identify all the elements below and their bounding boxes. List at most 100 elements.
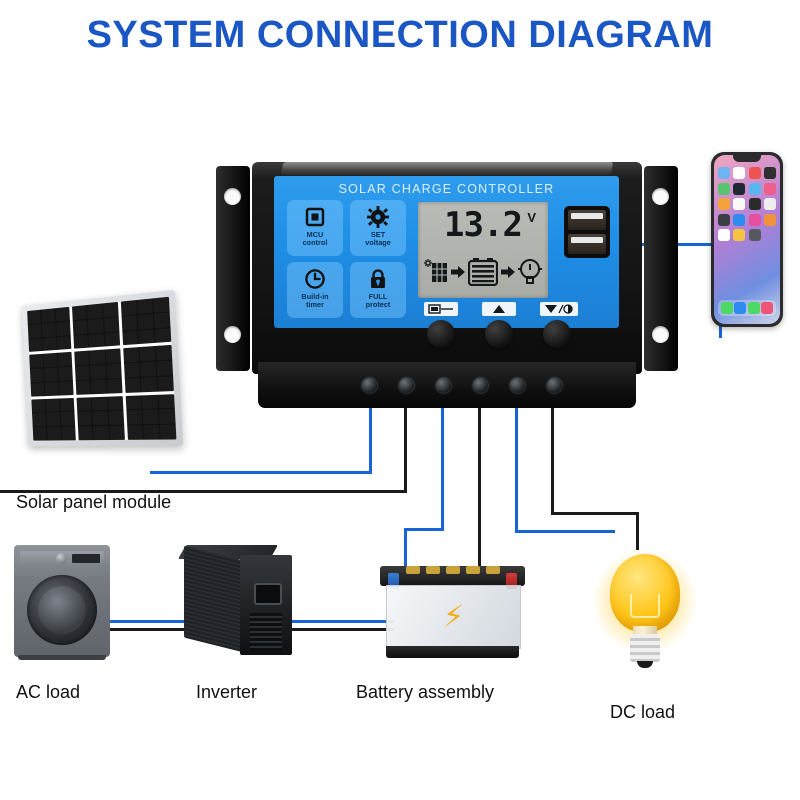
solar-cell bbox=[76, 395, 125, 441]
app-icon[interactable] bbox=[764, 167, 776, 179]
app-icon[interactable] bbox=[718, 167, 730, 179]
terminal-screw-2[interactable] bbox=[399, 378, 414, 393]
app-icon[interactable] bbox=[748, 167, 761, 179]
terminal-screw-1[interactable] bbox=[362, 378, 377, 393]
app-icon[interactable] bbox=[764, 213, 776, 226]
app-icon[interactable] bbox=[718, 229, 730, 241]
lead-acid-battery: ⚡ bbox=[380, 560, 525, 665]
dc-load-label: DC load bbox=[610, 702, 676, 722]
app-icon[interactable] bbox=[733, 213, 746, 226]
wire-t3-drop bbox=[404, 528, 407, 568]
battery-cell-cap bbox=[426, 566, 440, 574]
inverter-box bbox=[177, 543, 298, 663]
washer-body bbox=[14, 545, 110, 657]
app-icon[interactable] bbox=[718, 182, 730, 195]
wire-t4-v bbox=[478, 399, 481, 569]
app-icon[interactable] bbox=[748, 213, 761, 226]
wire-t6-h bbox=[551, 512, 639, 515]
up-button[interactable] bbox=[485, 320, 513, 348]
app-icon[interactable] bbox=[718, 198, 730, 210]
inverter-side-vents bbox=[184, 545, 244, 653]
smartphone[interactable] bbox=[711, 152, 783, 327]
app-icon[interactable] bbox=[764, 198, 776, 210]
battery-top-cover bbox=[380, 566, 525, 589]
page-title: SYSTEM CONNECTION DIAGRAM bbox=[86, 14, 714, 56]
battery-negative-terminal[interactable] bbox=[388, 573, 399, 589]
solar-cell bbox=[122, 345, 174, 393]
solar-panel-icon bbox=[424, 258, 448, 290]
wire-t6-drop bbox=[636, 512, 639, 550]
mounting-flange-left bbox=[216, 166, 250, 371]
battery-positive-terminal[interactable] bbox=[506, 573, 517, 589]
bulb-glass bbox=[610, 554, 680, 632]
lcd-display: 13.2 V bbox=[418, 202, 548, 298]
panel-frame bbox=[21, 289, 184, 447]
battery-icon bbox=[467, 257, 499, 291]
dual-usb-port[interactable] bbox=[564, 206, 610, 258]
terminal-screw-5[interactable] bbox=[510, 378, 525, 393]
app-icon[interactable] bbox=[733, 229, 746, 241]
inverter-ac-socket[interactable] bbox=[254, 583, 282, 605]
clock-icon bbox=[304, 267, 326, 291]
solar-cell bbox=[125, 393, 177, 440]
app-icon[interactable] bbox=[764, 182, 776, 195]
app-icon[interactable] bbox=[748, 229, 761, 241]
app-icon[interactable] bbox=[733, 167, 746, 179]
terminal-screw-3[interactable] bbox=[436, 378, 451, 393]
app-icon[interactable] bbox=[718, 213, 730, 226]
app-icon[interactable] bbox=[733, 198, 746, 210]
solar-panel-label: Solar panel module bbox=[16, 492, 172, 512]
wire-t2-v bbox=[404, 399, 407, 492]
terminal-screw-4[interactable] bbox=[473, 378, 488, 393]
music-app-icon[interactable] bbox=[761, 302, 774, 314]
wire-t5-v bbox=[515, 399, 518, 533]
bulb-contact-tip bbox=[637, 661, 653, 668]
gear-icon bbox=[367, 205, 389, 229]
solar-cell bbox=[120, 296, 172, 346]
washer-knob-icon[interactable] bbox=[56, 553, 67, 564]
button-label-menu bbox=[424, 302, 458, 316]
badge-line1: Build-in bbox=[301, 292, 329, 301]
menu-button[interactable] bbox=[427, 320, 455, 348]
app-icon[interactable] bbox=[748, 182, 761, 195]
mount-hole-icon bbox=[652, 326, 669, 343]
usb-port-icon bbox=[568, 234, 606, 254]
button-label-down bbox=[540, 302, 578, 316]
safari-app-icon[interactable] bbox=[734, 302, 747, 314]
solar-cell bbox=[31, 397, 77, 441]
controller-heatsink bbox=[280, 162, 614, 175]
bulb-filament-icon bbox=[630, 594, 660, 618]
light-bulb bbox=[592, 548, 698, 676]
solar-panel-module bbox=[8, 289, 188, 462]
phone-notch bbox=[733, 155, 761, 162]
controller-title: SOLAR CHARGE CONTROLLER bbox=[338, 182, 555, 196]
messages-app-icon[interactable] bbox=[747, 302, 760, 314]
battery-cell-cap bbox=[446, 566, 460, 574]
mounting-flange-right bbox=[644, 166, 678, 371]
inverter-front-face bbox=[240, 555, 292, 655]
panel-cell-grid bbox=[27, 296, 177, 441]
battery-cell-cap bbox=[466, 566, 480, 574]
badge-line1: MCU bbox=[306, 230, 324, 239]
wire-t6-v bbox=[551, 399, 554, 515]
lcd-voltage-unit: V bbox=[527, 210, 536, 225]
arrow-right-icon bbox=[451, 265, 465, 284]
phone-app-grid bbox=[718, 167, 776, 241]
terminal-screw-6[interactable] bbox=[547, 378, 562, 393]
mount-hole-icon bbox=[224, 326, 241, 343]
phone-app-icon[interactable] bbox=[720, 302, 733, 314]
wire-t2-h bbox=[0, 490, 407, 493]
badge-line2: timer bbox=[306, 300, 324, 310]
app-icon[interactable] bbox=[733, 182, 746, 195]
badge-line2: control bbox=[302, 238, 328, 248]
washer-door[interactable] bbox=[27, 575, 97, 645]
phone-screen bbox=[714, 155, 780, 324]
bulb-neck bbox=[633, 626, 657, 636]
terminal-block bbox=[258, 362, 636, 408]
wire-t1-h bbox=[150, 471, 372, 474]
app-icon[interactable] bbox=[748, 198, 761, 210]
down-button[interactable] bbox=[543, 320, 571, 348]
